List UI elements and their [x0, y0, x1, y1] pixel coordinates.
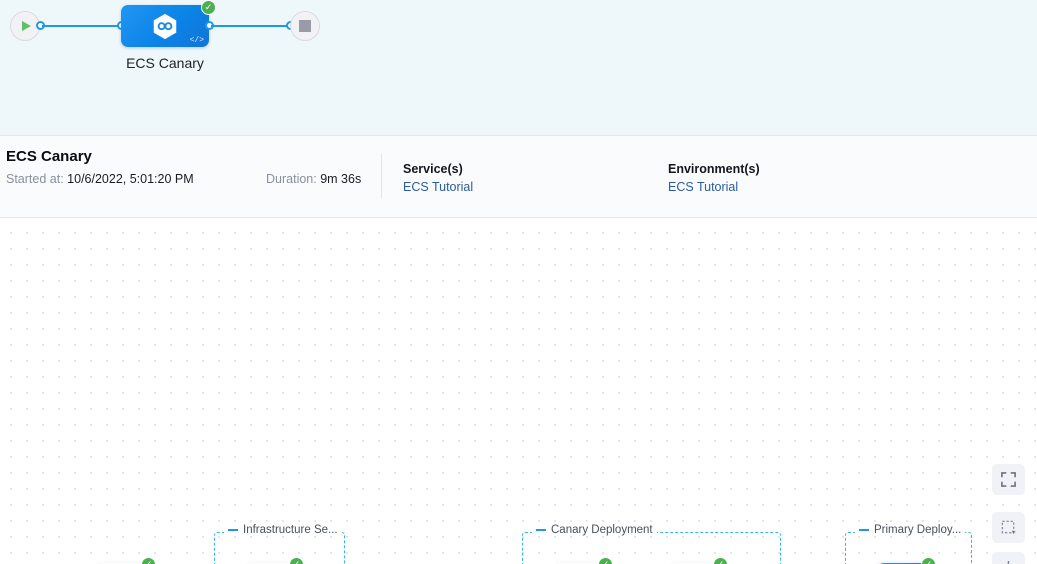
group-label-primary[interactable]: Primary Deploy... — [855, 524, 966, 536]
pipeline-execution-canvas[interactable]: Infrastructure Se... Canary Deployment P… — [0, 218, 1037, 564]
environments-column: Environment(s) ECS Tutorial — [668, 162, 760, 194]
group-label-infrastructure[interactable]: Infrastructure Se... — [224, 524, 342, 536]
environments-heading: Environment(s) — [668, 162, 760, 176]
minimap-status-badge-success: ✓ — [201, 0, 216, 15]
service-link-ecs-tutorial[interactable]: ECS Tutorial — [403, 180, 474, 194]
selection-box-icon — [1001, 520, 1016, 535]
minimap-code-tag: </> — [189, 36, 204, 45]
group-label-text: Primary Deploy... — [874, 524, 962, 536]
duration-value: 9m 36s — [320, 172, 362, 186]
collapse-icon[interactable] — [228, 529, 238, 531]
duration-row: Duration: 9m 36s — [266, 172, 361, 186]
harness-deployment-hexagon-icon — [153, 13, 177, 40]
collapse-icon[interactable] — [536, 529, 546, 531]
page-title: ECS Canary — [6, 148, 92, 165]
started-at-label: Started at: — [6, 172, 64, 186]
execution-info-bar: ECS Canary Started at: 10/6/2022, 5:01:2… — [0, 136, 1037, 218]
group-canary-deployment[interactable]: Canary Deployment — [522, 524, 781, 564]
group-label-text: Infrastructure Se... — [243, 524, 338, 536]
minimap-stage-label: ECS Canary — [126, 55, 204, 71]
group-infrastructure-section[interactable]: Infrastructure Se... — [214, 524, 345, 564]
group-label-text: Canary Deployment — [551, 524, 653, 536]
info-divider — [381, 154, 382, 198]
minimap-end-node[interactable] — [290, 11, 320, 41]
group-label-canary[interactable]: Canary Deployment — [532, 524, 657, 536]
collapse-icon[interactable] — [859, 529, 869, 531]
minimap-stage-card-ecs-canary[interactable]: </> — [121, 5, 209, 47]
minimap-start-node[interactable] — [10, 11, 40, 41]
play-icon — [22, 21, 31, 31]
minimap-connector-left — [42, 25, 121, 27]
services-heading: Service(s) — [403, 162, 463, 176]
minimap-connector-right — [211, 25, 290, 27]
status-badge-service-success: ✓ — [141, 557, 156, 564]
started-at-row: Started at: 10/6/2022, 5:01:20 PM — [6, 172, 194, 186]
stop-icon — [299, 20, 311, 32]
duration-label: Duration: — [266, 172, 317, 186]
fullscreen-button[interactable] — [992, 464, 1025, 495]
selection-box-button[interactable] — [992, 512, 1025, 543]
zoom-in-button[interactable]: + — [992, 556, 1025, 564]
fullscreen-icon — [1001, 472, 1016, 487]
started-at-value: 10/6/2022, 5:01:20 PM — [67, 172, 194, 186]
group-primary-deployment[interactable]: Primary Deploy... — [845, 524, 972, 564]
zoom-controls[interactable]: + − — [992, 552, 1025, 564]
pipeline-minimap-panel: </> ✓ ECS Canary — [0, 0, 1037, 136]
services-column: Service(s) ECS Tutorial — [403, 162, 473, 194]
environment-link-ecs-tutorial[interactable]: ECS Tutorial — [668, 180, 739, 194]
